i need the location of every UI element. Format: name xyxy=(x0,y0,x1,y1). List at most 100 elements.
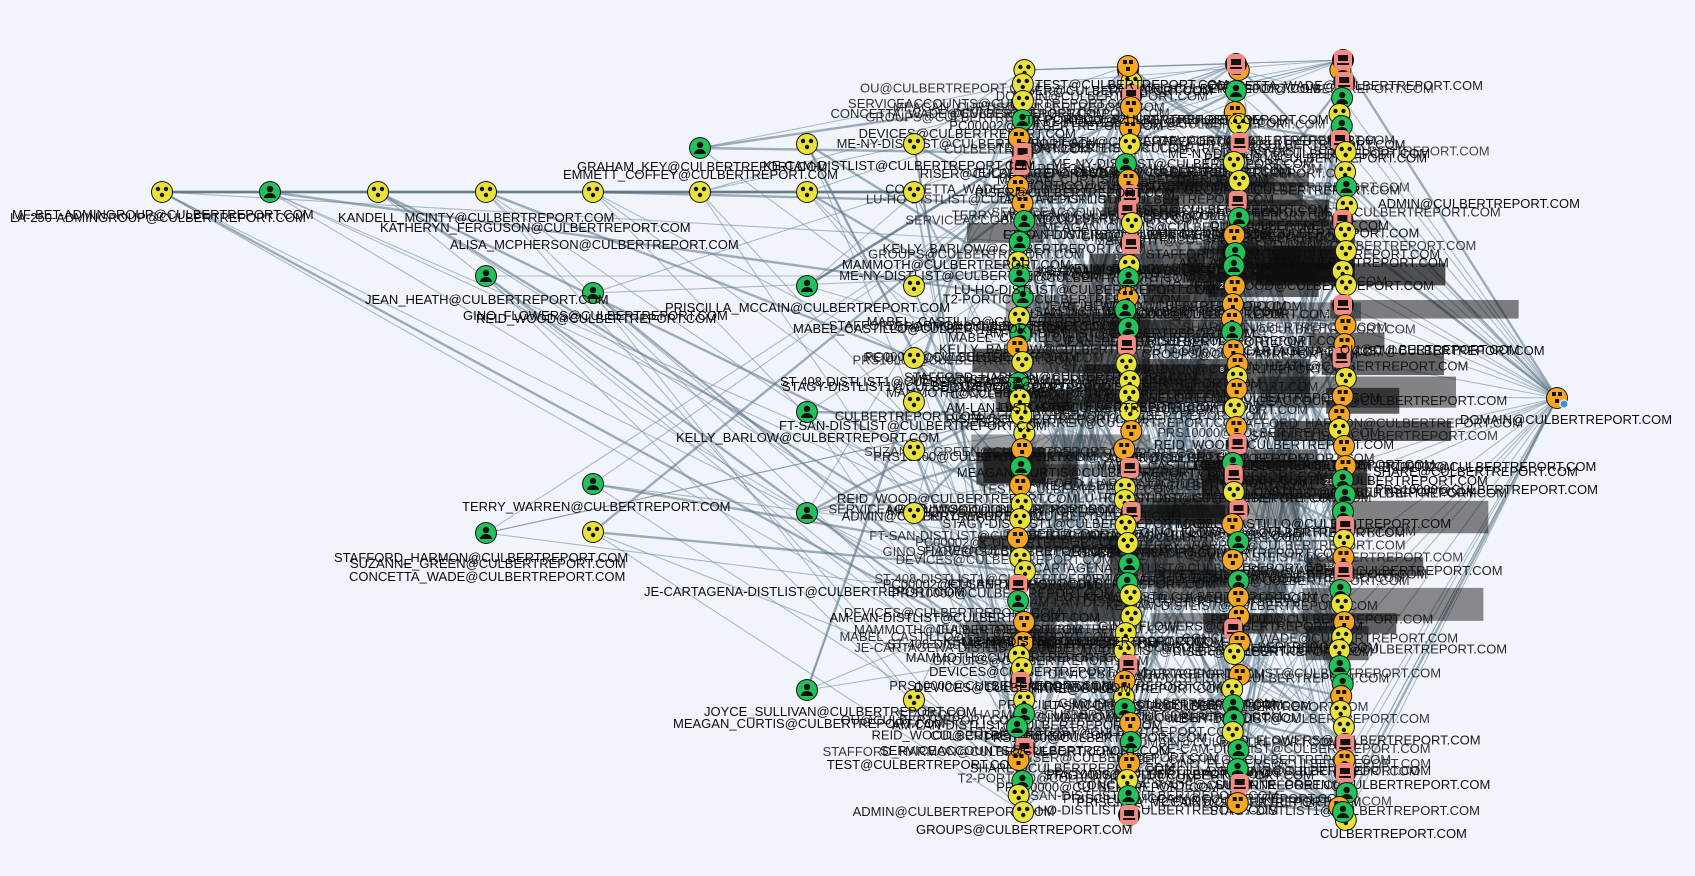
graph-node-computer[interactable] xyxy=(1228,132,1251,154)
graph-node-ou[interactable] xyxy=(1120,420,1143,442)
graph-node-ou[interactable] xyxy=(1007,175,1029,197)
graph-node-user[interactable] xyxy=(796,502,818,524)
graph-node-user[interactable] xyxy=(1227,570,1250,592)
graph-node-group[interactable] xyxy=(1332,529,1355,551)
graph-node-group[interactable] xyxy=(796,133,818,155)
graph-node-group[interactable] xyxy=(1114,622,1137,644)
graph-node-group[interactable] xyxy=(903,133,925,155)
graph-node-group[interactable] xyxy=(1223,643,1246,665)
graph-node-ou[interactable] xyxy=(1227,586,1250,608)
graph-node-user[interactable] xyxy=(1117,785,1140,807)
graph-node-computer[interactable] xyxy=(1009,154,1032,176)
graph-node-user[interactable] xyxy=(1010,456,1032,478)
graph-node-group[interactable] xyxy=(1011,351,1034,373)
graph-node-ou[interactable] xyxy=(1221,513,1244,535)
graph-node-computer[interactable] xyxy=(1009,671,1032,693)
graph-node-user[interactable] xyxy=(475,265,497,287)
graph-node-group[interactable] xyxy=(1221,721,1244,743)
graph-node-user[interactable] xyxy=(1013,210,1036,232)
graph-node-group[interactable] xyxy=(1334,141,1357,163)
graph-node-group[interactable] xyxy=(903,275,925,297)
graph-node-computer[interactable] xyxy=(1332,49,1354,71)
graph-node-group[interactable] xyxy=(1332,716,1355,738)
graph-node-user[interactable] xyxy=(796,275,818,297)
graph-node-user[interactable] xyxy=(1328,655,1351,677)
graph-node-group[interactable] xyxy=(1118,384,1141,406)
graph-node-group[interactable] xyxy=(1222,481,1245,503)
graph-node-computer[interactable] xyxy=(1222,464,1245,486)
graph-node-group[interactable] xyxy=(1008,306,1031,328)
graph-node-user[interactable] xyxy=(689,137,711,159)
graph-node-ou[interactable] xyxy=(1119,117,1142,139)
graph-node-group[interactable] xyxy=(1330,593,1353,615)
graph-node-ou[interactable] xyxy=(1117,55,1139,77)
graph-node-user[interactable] xyxy=(1227,531,1250,553)
graph-node-ou[interactable] xyxy=(1011,438,1034,460)
graph-node-user[interactable] xyxy=(1114,299,1137,321)
graph-node-group[interactable] xyxy=(903,181,925,203)
graph-node-domain[interactable] xyxy=(1546,387,1569,409)
graph-node-user[interactable] xyxy=(1011,286,1034,308)
graph-node-ou[interactable] xyxy=(1118,752,1141,774)
graph-node-computer[interactable] xyxy=(1118,457,1141,479)
graph-node-user[interactable] xyxy=(1224,80,1247,102)
graph-node-group[interactable] xyxy=(1222,151,1245,173)
graph-node-ou[interactable] xyxy=(1223,275,1246,297)
graph-node-user[interactable] xyxy=(582,282,604,304)
graph-node-group[interactable] xyxy=(1012,90,1034,112)
graph-node-computer[interactable] xyxy=(1333,762,1356,784)
graph-node-group[interactable] xyxy=(1011,73,1034,95)
graph-node-user[interactable] xyxy=(796,401,818,423)
graph-node-group[interactable] xyxy=(1334,367,1357,389)
graph-node-group[interactable] xyxy=(796,181,818,203)
graph-node-user[interactable] xyxy=(1007,590,1030,612)
graph-node-ou[interactable] xyxy=(1225,378,1248,400)
graph-node-ou[interactable] xyxy=(1334,314,1357,336)
graph-node-group[interactable] xyxy=(1013,422,1036,444)
graph-node-group[interactable] xyxy=(1120,212,1143,234)
graph-node-ou[interactable] xyxy=(1221,549,1244,571)
graph-node-group[interactable] xyxy=(1228,170,1251,192)
graph-node-computer[interactable] xyxy=(1120,233,1142,255)
graph-node-ou[interactable] xyxy=(1011,192,1034,214)
graph-node-group[interactable] xyxy=(1009,508,1032,530)
graph-node-ou[interactable] xyxy=(1113,670,1136,692)
graph-node-computer[interactable] xyxy=(1225,53,1247,75)
graph-node-group[interactable] xyxy=(1116,532,1139,554)
graph-node-group[interactable] xyxy=(151,181,173,203)
graph-node-group[interactable] xyxy=(1008,388,1031,410)
graph-node-group[interactable] xyxy=(1120,605,1143,627)
graph-node-computer[interactable] xyxy=(1226,433,1249,455)
graph-node-user[interactable] xyxy=(1332,801,1354,823)
graph-node-user[interactable] xyxy=(1227,739,1250,761)
graph-node-computer[interactable] xyxy=(1117,654,1140,676)
graph-node-group[interactable] xyxy=(903,502,925,524)
graph-node-group[interactable] xyxy=(903,439,925,461)
graph-node-user[interactable] xyxy=(1117,267,1140,289)
graph-node-group[interactable] xyxy=(475,181,497,203)
graph-node-group[interactable] xyxy=(1334,240,1357,262)
graph-node-group[interactable] xyxy=(1119,400,1142,422)
graph-node-computer[interactable] xyxy=(1226,190,1249,212)
graph-node-group[interactable] xyxy=(367,181,389,203)
graph-node-computer[interactable] xyxy=(1332,294,1354,316)
graph-node-user[interactable] xyxy=(1331,87,1354,109)
graph-node-computer[interactable] xyxy=(1333,71,1356,93)
graph-node-ou[interactable] xyxy=(1225,416,1248,438)
graph-node-computer[interactable] xyxy=(1007,574,1030,596)
graph-node-user[interactable] xyxy=(1335,176,1358,198)
graph-node-user[interactable] xyxy=(1334,484,1356,506)
graph-node-user[interactable] xyxy=(1008,265,1031,287)
graph-node-group[interactable] xyxy=(1012,801,1035,823)
graph-node-ou[interactable] xyxy=(1007,749,1030,771)
graph-node-group[interactable] xyxy=(1335,274,1358,296)
node-layer[interactable] xyxy=(151,49,1569,831)
graph-node-ou[interactable] xyxy=(1223,224,1246,246)
graph-node-group[interactable] xyxy=(1116,769,1139,791)
graph-node-user[interactable] xyxy=(582,473,604,495)
graph-node-group[interactable] xyxy=(1221,678,1244,700)
graph-node-ou[interactable] xyxy=(1331,385,1354,407)
graph-node-group[interactable] xyxy=(1328,418,1351,440)
graph-node-computer[interactable] xyxy=(1118,804,1141,826)
